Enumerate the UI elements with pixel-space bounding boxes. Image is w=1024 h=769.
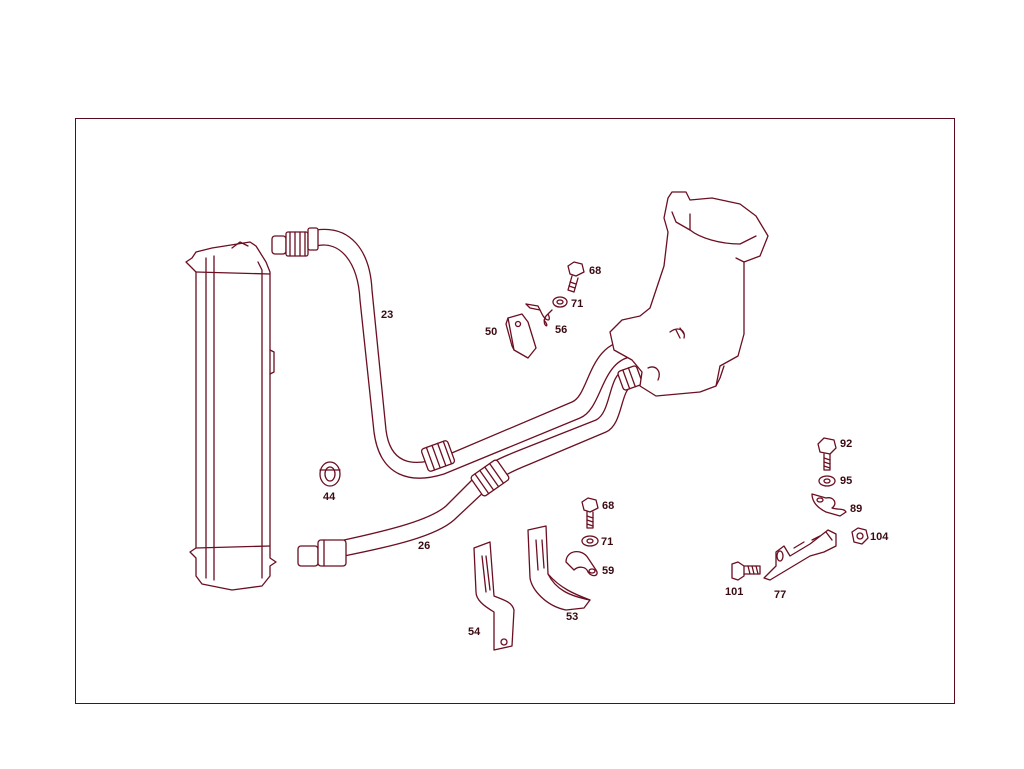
label-71-top: 71 xyxy=(571,298,583,310)
label-54: 54 xyxy=(468,626,481,638)
label-104: 104 xyxy=(870,531,889,543)
part-labels: 23 26 44 50 56 68 71 68 71 59 53 54 92 9… xyxy=(323,265,889,638)
label-101: 101 xyxy=(725,586,743,598)
label-23: 23 xyxy=(381,309,393,321)
label-95: 95 xyxy=(840,475,852,487)
washer-95 xyxy=(818,475,836,487)
oil-filter-housing xyxy=(609,191,769,397)
label-50: 50 xyxy=(485,326,497,338)
bolt-92 xyxy=(817,437,837,471)
diagram-frame xyxy=(75,118,955,704)
clamp-56 xyxy=(525,303,553,327)
washer-71-mid xyxy=(581,535,599,547)
bracket-54 xyxy=(473,541,515,651)
bolt-101 xyxy=(731,561,761,581)
bracket-53 xyxy=(527,525,591,611)
nut-104 xyxy=(851,527,869,545)
oil-line-26 xyxy=(297,365,643,567)
bracket-50 xyxy=(505,313,537,359)
label-68-mid: 68 xyxy=(602,500,614,512)
oil-cooler xyxy=(185,241,277,591)
label-77: 77 xyxy=(774,589,786,601)
label-89: 89 xyxy=(850,503,862,515)
label-71-mid: 71 xyxy=(601,536,613,548)
label-68-top: 68 xyxy=(589,265,601,277)
label-44: 44 xyxy=(323,491,336,503)
label-53: 53 xyxy=(566,611,578,623)
label-59: 59 xyxy=(602,565,614,577)
bolt-68-mid xyxy=(581,497,599,529)
clamp-89 xyxy=(811,493,847,517)
label-26: 26 xyxy=(418,540,430,552)
label-92: 92 xyxy=(840,438,852,450)
grommet-44 xyxy=(319,461,341,487)
washer-71-top xyxy=(552,296,568,308)
label-56: 56 xyxy=(555,324,567,336)
clamp-59 xyxy=(565,551,598,577)
bolt-68-top xyxy=(567,261,585,293)
bracket-77 xyxy=(763,529,837,581)
